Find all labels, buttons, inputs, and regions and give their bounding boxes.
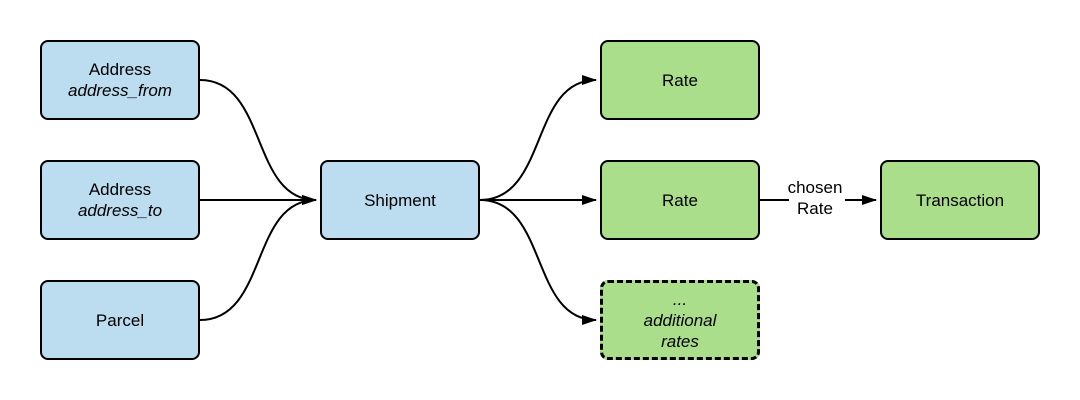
node-parcel: Parcel bbox=[40, 280, 200, 360]
node-rate-middle-title: Rate bbox=[662, 190, 698, 210]
edge-label-chosen-rate-line2: Rate bbox=[797, 199, 833, 218]
node-address-from-subtitle: address_from bbox=[68, 81, 172, 100]
edge-label-chosen-rate-line1: chosen bbox=[787, 178, 843, 197]
edge-address-from-to-shipment bbox=[199, 79, 317, 205]
node-address-from: Address address_from bbox=[40, 40, 200, 120]
node-rate-middle: Rate bbox=[600, 160, 760, 240]
edge-shipment-to-additional-rates bbox=[479, 199, 597, 325]
node-transaction-title: Transaction bbox=[915, 190, 1005, 210]
node-additional-rates: ... additional rates bbox=[600, 280, 760, 360]
edge-parcel-to-shipment bbox=[199, 195, 317, 321]
node-additional-rates-line3: rates bbox=[661, 331, 699, 351]
node-address-to-title: Address bbox=[88, 180, 152, 199]
edge-label-chosen-rate: chosen Rate bbox=[780, 177, 850, 219]
node-address-from-title: Address bbox=[88, 60, 152, 79]
node-additional-rates-ellipsis: ... bbox=[672, 289, 688, 309]
node-rate-top: Rate bbox=[600, 40, 760, 120]
node-address-to-subtitle: address_to bbox=[77, 201, 163, 220]
node-shipment: Shipment bbox=[320, 160, 480, 240]
edge-shipment-to-rate-top bbox=[479, 75, 597, 201]
node-address-to: Address address_to bbox=[40, 160, 200, 240]
node-parcel-title: Parcel bbox=[95, 310, 145, 330]
node-transaction: Transaction bbox=[880, 160, 1040, 240]
node-shipment-title: Shipment bbox=[364, 190, 436, 210]
node-rate-top-title: Rate bbox=[662, 70, 698, 90]
node-additional-rates-line2: additional bbox=[643, 310, 717, 330]
